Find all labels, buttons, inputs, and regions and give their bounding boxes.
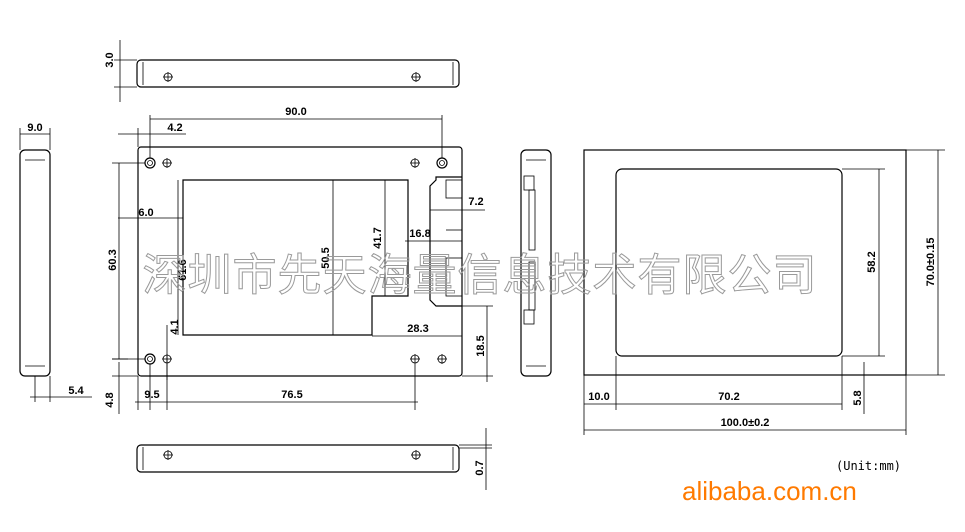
main-front-view: 90.0 4.2 60.3 6.0 61.6 4.1 50.5 41.7 7.2… [104,106,493,414]
dim-window-width: 70.2 [718,391,739,403]
dim-window-left: 10.0 [588,391,609,403]
dim-right-offset: 18.5 [475,335,487,356]
dim-top-thickness: 3.0 [104,52,116,67]
unit-label: (Unit:mm) [836,459,901,473]
mount-hole [410,158,420,168]
top-edge-view: 3.0 [104,40,460,102]
dim-bottom-hole: 9.5 [144,389,159,401]
dim-overall-width-top: 90.0 [285,106,306,118]
dim-left-offset: 6.0 [138,207,153,219]
right-side-view [520,149,552,377]
dim-connector-width: 16.8 [409,228,430,240]
dim-bottom-thickness: 0.7 [474,460,486,475]
mount-hole [410,354,420,364]
dim-connector-depth: 7.2 [468,196,483,208]
mount-hole [162,158,172,168]
mount-hole [436,157,448,169]
dim-total-height: 70.0±0.15 [925,238,937,287]
dim-left-height: 60.3 [107,249,119,270]
dim-connector-offset: 28.3 [407,323,428,335]
dim-window-height: 58.2 [866,251,878,272]
dim-small-offset: 4.1 [169,319,181,334]
left-side-view: 9.0 5.4 [19,122,92,402]
dim-hole-offset-top: 4.2 [167,122,182,134]
dim-bottom-left: 4.8 [104,392,116,407]
dim-inner-height-2: 50.5 [320,247,332,268]
mount-hole [144,157,156,169]
company-watermark: 深圳市先天海量信息技术有限公司 [143,250,818,301]
dim-side-thickness: 9.0 [27,122,42,134]
dim-window-bottom: 5.8 [852,390,864,405]
dim-inner-height-3: 41.7 [372,227,384,248]
back-view: 58.2 70.0±0.15 10.0 70.2 5.8 100.0±0.2 [583,149,945,435]
site-watermark: alibaba.com.cn [682,476,857,506]
bottom-edge-view: 0.7 [136,428,492,490]
dim-inner-height-1: 61.6 [177,259,189,280]
dim-side-bottom: 5.4 [68,385,84,397]
mount-hole [144,353,156,365]
dim-bottom-span: 76.5 [281,389,302,401]
dim-total-width: 100.0±0.2 [721,417,770,429]
mount-hole [437,354,447,364]
